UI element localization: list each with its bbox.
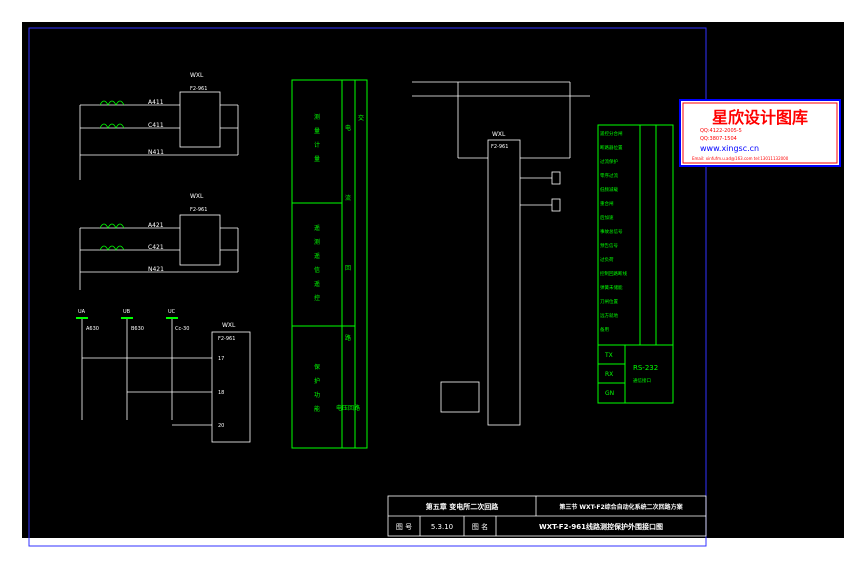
control-wiring xyxy=(412,81,590,426)
ac-label: 交 xyxy=(358,114,364,122)
relay-device-4: F2-961 xyxy=(491,144,508,150)
comm-gn: GN xyxy=(605,390,614,397)
comm-row-label: 远方就地 xyxy=(600,312,618,319)
terminal-18: 18 xyxy=(218,390,224,396)
pt-group xyxy=(76,317,251,443)
function-label: 遥 xyxy=(314,224,320,232)
wire-c421: C421 xyxy=(148,244,164,251)
wire-n411: N411 xyxy=(148,149,164,156)
title-fig-no: 5.3.10 xyxy=(431,523,453,531)
relay-device-3: F2-961 xyxy=(218,336,235,342)
title-name-label: 图 名 xyxy=(472,522,488,531)
comm-row-label: 后加速 xyxy=(600,214,614,221)
relay-title-3: WXL xyxy=(222,322,236,329)
bus-b630: B630 xyxy=(131,326,144,332)
title-fig-name: WXT-F2-961线路测控保护外围接口图 xyxy=(539,522,663,531)
comm-table xyxy=(597,124,674,404)
relay-title-1: WXL xyxy=(190,72,204,79)
wire-n421: N421 xyxy=(148,266,164,273)
circuit-label: 流 xyxy=(345,194,351,202)
function-label: 量 xyxy=(314,156,320,163)
function-label: 测 xyxy=(314,238,320,246)
function-label: 量 xyxy=(314,128,320,135)
terminal-17: 17 xyxy=(218,356,224,362)
function-label: 测 xyxy=(314,113,320,121)
function-label: 遥 xyxy=(314,252,320,260)
comm-row-label: 事故总信号 xyxy=(600,228,623,235)
comm-row-label: 重合闸 xyxy=(600,200,614,207)
comm-row-label: 过流保护 xyxy=(600,158,618,165)
comm-tx: TX xyxy=(604,352,613,359)
function-label: 控 xyxy=(314,294,320,302)
comm-row-label: 弹簧未储能 xyxy=(600,284,623,291)
function-label: 计 xyxy=(314,141,320,149)
watermark-line1: QQ:4122-2005-5 xyxy=(700,128,742,134)
watermark-url: www.xingsc.cn xyxy=(700,144,759,153)
function-label: 功 xyxy=(314,391,320,399)
function-label: 保 xyxy=(314,363,320,371)
relay-title-2: WXL xyxy=(190,193,204,200)
wire-a411: A411 xyxy=(148,99,164,106)
comm-row-label: 预告信号 xyxy=(600,242,618,249)
ct-group-1 xyxy=(79,91,239,180)
function-label: 护 xyxy=(314,377,320,385)
wire-c411: C411 xyxy=(148,122,164,129)
bus-cc30: Cc-30 xyxy=(175,326,189,332)
title-chapter: 第五章 变电所二次回路 xyxy=(426,502,499,511)
function-label: 遥 xyxy=(314,280,320,288)
watermark-line2: QQ:3807-1504 xyxy=(700,136,737,142)
title-block xyxy=(387,495,707,537)
circuit-label: 路 xyxy=(345,334,351,342)
watermark-footer: Email: xinfufm.u.ad@163.com tel:13011132… xyxy=(692,156,789,161)
title-fig-label: 图 号 xyxy=(396,523,412,531)
bus-ua: UA xyxy=(78,309,86,315)
drawing-border xyxy=(28,27,707,547)
relay-device-1: F2-961 xyxy=(190,86,207,92)
comm-row-label: 过负荷 xyxy=(600,256,614,263)
relay-device-2: F2-961 xyxy=(190,207,207,213)
circuit-label: 电 xyxy=(345,124,351,132)
comm-row-label: 零序过流 xyxy=(600,172,618,179)
comm-row-label: 断路器位置 xyxy=(600,144,623,151)
circuit-label: 回 xyxy=(345,265,351,272)
bus-uc: UC xyxy=(168,309,176,315)
watermark-title: 星欣设计图库 xyxy=(712,108,808,127)
comm-row-label: 备用 xyxy=(600,326,609,333)
circuit-label: 电压回路 xyxy=(336,404,360,412)
function-table xyxy=(291,79,368,449)
comm-port-note: 通信接口 xyxy=(633,377,651,384)
function-label: 能 xyxy=(314,405,320,413)
watermark-logo xyxy=(679,99,841,167)
comm-row-label: 控制回路断线 xyxy=(600,270,627,277)
wire-a421: A421 xyxy=(148,222,164,229)
bus-a630: A630 xyxy=(86,326,99,332)
relay-title-4: WXL xyxy=(492,131,506,138)
ct-group-2 xyxy=(79,214,239,290)
terminal-20: 20 xyxy=(218,423,224,429)
comm-rx: RX xyxy=(605,371,613,378)
function-label: 信 xyxy=(314,266,320,274)
comm-port: RS-232 xyxy=(633,364,658,372)
bus-ub: UB xyxy=(123,309,131,315)
title-section: 第三节 WXT-F2综合自动化系统二次回路方案 xyxy=(558,503,683,511)
drawing-labels: WXLF2-961A411C411N411WXLF2-961A421C421N4… xyxy=(78,72,808,531)
comm-row-label: 刀闸位置 xyxy=(600,298,618,305)
comm-row-label: 低频减载 xyxy=(600,186,618,193)
comm-row-label: 遥控分合闸 xyxy=(600,130,623,137)
